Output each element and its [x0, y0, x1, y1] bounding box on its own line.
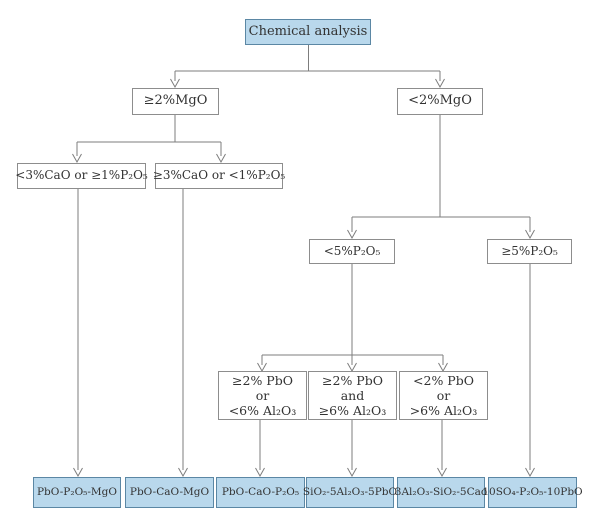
node-cao-ge3: ≥3%CaO or <1%P₂O₅	[153, 163, 285, 189]
node-p2o5-ge5: ≥5%P₂O₅	[487, 239, 572, 264]
connector-mgo-lt2-to-p2o5	[351, 115, 531, 232]
condition-line: >6% Al₂O₃	[409, 403, 478, 418]
result-node-pbo-cao-mgo: PbO-CaO-MgO	[125, 477, 214, 508]
connector-root-to-mgo	[174, 45, 441, 81]
condition-line: <2% PbO	[413, 373, 474, 388]
node-chemical-analysis: Chemical analysis	[245, 19, 371, 45]
connector-p2o5-lt5-to-pbo	[261, 264, 444, 365]
node-cao-lt3: <3%CaO or ≥1%P₂O₅	[15, 163, 148, 189]
result-node-3al2o3-sio2-5cao: 3Al₂O₃-SiO₂-5Cao	[395, 477, 487, 508]
condition-line: ≥2% PbO	[322, 373, 383, 388]
connector-mgo-ge2-to-cao	[76, 115, 222, 156]
result-node-10so4-p2o5-10pbo: 10SO₄-P₂O₅-10PbO	[482, 477, 583, 508]
result-node-pbo-cao-p2o5: PbO-CaO-P₂O₅	[216, 477, 305, 508]
node-pbo-ge2-and-al-ge6: ≥2% PbO and ≥6% Al₂O₃	[308, 371, 397, 420]
result-node-pbo-p2o5-mgo: PbO-P₂O₅-MgO	[33, 477, 121, 508]
node-mgo-lt2: <2%MgO	[397, 88, 483, 115]
condition-line: and	[340, 388, 365, 403]
condition-line: or	[436, 388, 451, 403]
condition-line: ≥2% PbO	[232, 373, 293, 388]
condition-line: <6% Al₂O₃	[228, 403, 297, 418]
connector-cao-to-results	[77, 189, 184, 470]
node-pbo-lt2-or-al-gt6: <2% PbO or >6% Al₂O₃	[399, 371, 488, 420]
node-pbo-ge2-or-al-lt6: ≥2% PbO or <6% Al₂O₃	[218, 371, 307, 420]
node-p2o5-lt5: <5%P₂O₅	[309, 239, 395, 264]
condition-line: ≥6% Al₂O₃	[318, 403, 387, 418]
result-node-sio2-5al2o3-5pbo: SiO₂-5Al₂O₃-5PbO	[303, 477, 397, 508]
node-mgo-ge2: ≥2%MgO	[132, 88, 219, 115]
condition-line: or	[255, 388, 270, 403]
connector-pbo-to-results	[259, 420, 443, 470]
